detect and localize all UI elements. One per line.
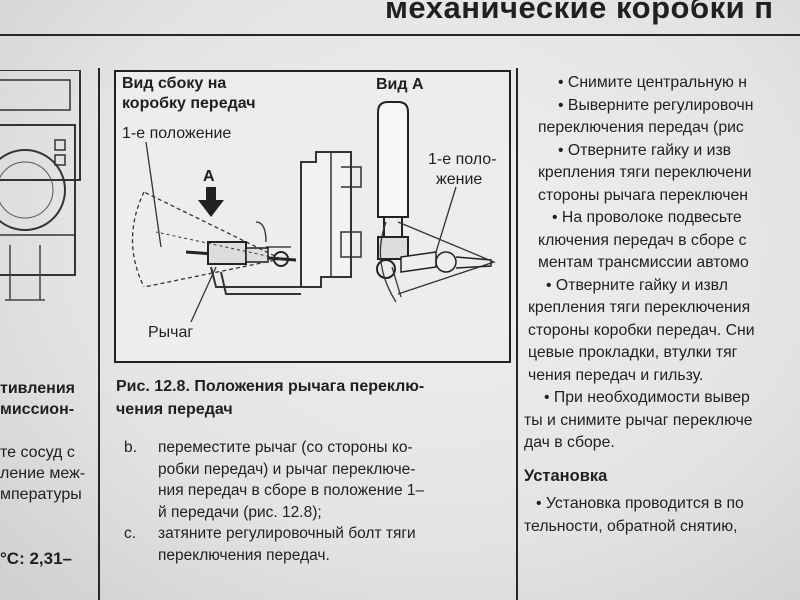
text-line: • Выверните регулировочн xyxy=(558,96,754,114)
paragraph: • Отверните гайку и изв крепления тяги п… xyxy=(518,140,800,208)
left-line xyxy=(0,420,98,441)
caption-line: чения передач xyxy=(116,401,233,418)
procedure-steps: b. переместите рычаг (со стороны ко- роб… xyxy=(124,437,504,566)
section-heading-installation: Установка xyxy=(524,466,608,485)
label-lever: Рычаг xyxy=(148,324,194,341)
text-line: ментам трансмиссии автомо xyxy=(538,254,749,271)
gear-lever-diagram xyxy=(131,101,496,323)
text-line: крепления тяги переключения xyxy=(528,299,751,316)
left-line: те сосуд с xyxy=(0,443,75,461)
left-line: миссион- xyxy=(0,401,75,419)
paragraph: • Снимите центральную н xyxy=(518,72,800,95)
left-instrument-drawing xyxy=(0,70,96,370)
step-line: затяните регулировочный болт тяги xyxy=(158,525,416,542)
label-side-view-line2: коробку передач xyxy=(122,95,256,112)
text-line: • При необходимости вывер xyxy=(544,389,750,406)
text-line: • На проволоке подвесьте xyxy=(552,209,742,226)
column-rule-right xyxy=(516,68,518,600)
text-line: дач в сборе. xyxy=(524,434,615,451)
step-marker: c. xyxy=(124,525,137,542)
figure-caption: Рис. 12.8. Положения рычага переклю- чен… xyxy=(116,375,516,421)
paragraph: • Отверните гайку и извл крепления тяги … xyxy=(518,275,800,388)
figure-12-8: Вид сбоку на коробку передач 1-е положен… xyxy=(114,70,511,363)
right-column-text: • Снимите центральную н • Выверните регу… xyxy=(518,72,800,538)
left-line: °С: 2,31– xyxy=(0,548,73,568)
text-line: • Установка проводится в по xyxy=(536,495,744,512)
label-first-position-left: 1-е положение xyxy=(122,125,232,142)
step-item: b. переместите рычаг (со стороны ко- роб… xyxy=(124,437,504,523)
left-line: тивления xyxy=(0,380,75,397)
paragraph: • При необходимости вывер ты и снимите р… xyxy=(518,387,800,455)
left-column-text: тивления миссион- те сосуд с ление меж- … xyxy=(0,378,98,569)
step-item: c. затяните регулировочный болт тяги пер… xyxy=(124,523,504,566)
label-view-a: Вид А xyxy=(376,76,424,93)
text-line: ты и снимите рычаг переключе xyxy=(524,411,753,429)
label-first-position-right-line1: 1-е поло- xyxy=(428,151,497,168)
text-line: • Отверните гайку и извл xyxy=(546,276,728,294)
text-line: ключения передач в сборе с xyxy=(538,231,747,249)
text-line: тельности, обратной снятию, xyxy=(524,517,738,535)
label-first-position-right-line2: жение xyxy=(436,171,483,188)
step-line: й передачи (рис. 12.8); xyxy=(158,503,322,521)
header-rule xyxy=(0,34,800,36)
text-line: стороны рычага переключен xyxy=(538,186,748,204)
label-arrow-a: A xyxy=(203,168,215,185)
text-line: крепления тяги переключени xyxy=(538,164,752,181)
text-line: стороны коробки передач. Сни xyxy=(528,321,755,339)
text-line: цевые прокладки, втулки тяг xyxy=(528,344,738,361)
step-line: робки передач) и рычаг переключе- xyxy=(158,460,416,478)
left-line: мпературы xyxy=(0,486,82,504)
text-line: чения передач и гильзу. xyxy=(528,366,704,384)
step-line: ния передач в сборе в положение 1– xyxy=(158,482,425,499)
step-marker: b. xyxy=(124,439,137,456)
page-header-title: механические коробки п xyxy=(385,0,774,25)
paragraph: • Выверните регулировочн переключения пе… xyxy=(518,95,800,140)
paragraph: • На проволоке подвесьте ключения переда… xyxy=(518,207,800,275)
left-line xyxy=(0,526,98,547)
label-side-view-line1: Вид сбоку на xyxy=(122,75,227,92)
text-line: • Снимите центральную н xyxy=(558,74,748,91)
step-line: переключения передач. xyxy=(158,546,330,564)
left-line: ление меж- xyxy=(0,464,86,482)
text-line: переключения передач (рис xyxy=(538,119,744,136)
step-line: переместите рычаг (со стороны ко- xyxy=(158,439,413,456)
text-line: • Отверните гайку и изв xyxy=(558,141,732,159)
column-rule-left xyxy=(98,68,100,600)
left-line xyxy=(0,505,98,526)
caption-line: Рис. 12.8. Положения рычага переклю- xyxy=(116,378,425,395)
